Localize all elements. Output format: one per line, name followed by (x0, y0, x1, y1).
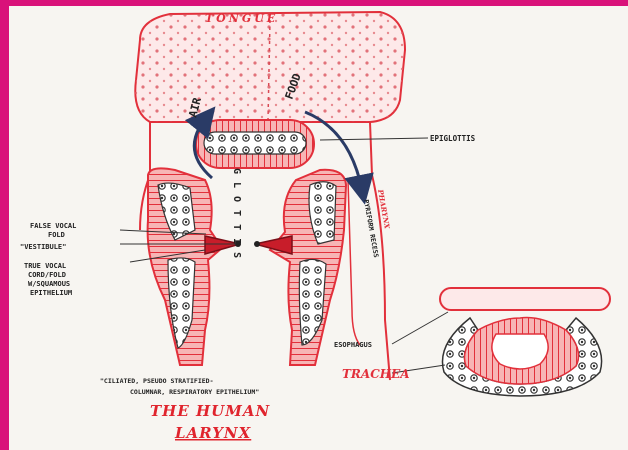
larynx-right-wall (270, 170, 346, 365)
tongue-label: TONGUE (205, 12, 278, 25)
false-vocal-fold-label-2: FOLD (48, 231, 65, 239)
false-vocal-fold-label-1: FALSE VOCAL (30, 222, 76, 230)
tongue (135, 12, 405, 122)
true-vocal-cord-label-2: CORD/FOLD (28, 271, 66, 279)
epithelium-note-line-1: "CILIATED, PSEUDO STRATIFIED- (100, 377, 214, 385)
epiglottis-label: EPIGLOTTIS (430, 134, 476, 143)
diagram-title-line-2: LARYNX (174, 424, 252, 442)
diagram-title-line-1: THE HUMAN (150, 402, 270, 420)
true-vocal-cord-label-4: EPITHELIUM (30, 289, 72, 297)
epithelium-note-line-2: COLUMNAR, RESPIRATORY EPITHELIUM" (130, 388, 259, 396)
epiglottis (196, 120, 314, 168)
esophagus-label: ESOPHAGUS (334, 341, 372, 349)
trachea-label: TRACHEA (342, 367, 410, 381)
larynx-left-wall (148, 168, 222, 365)
trachea-cross-section (440, 288, 610, 396)
glottis-label: GLOTTIS (231, 168, 242, 266)
vestibule-label: "VESTIBULE" (20, 243, 66, 251)
true-vocal-cord-label-1: TRUE VOCAL (24, 262, 66, 270)
true-vocal-cord-label-3: W/SQUAMOUS (28, 280, 70, 288)
